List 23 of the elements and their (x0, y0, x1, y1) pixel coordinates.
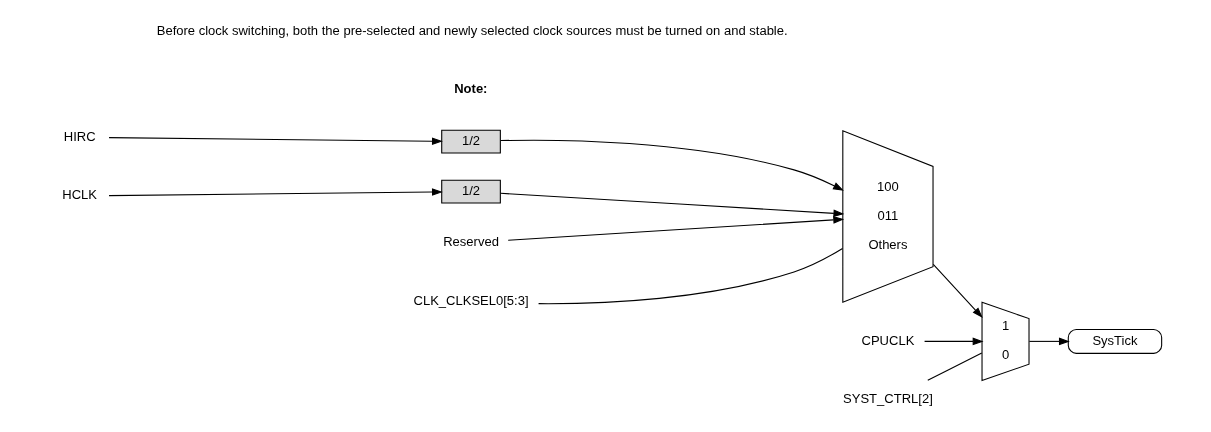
node-text: CLK_CLKSEL0[5:3] (413, 292, 529, 308)
arrow (499, 192, 844, 218)
node-box: 1/2 (440, 179, 501, 204)
arrow (108, 137, 443, 146)
arrow (1028, 337, 1070, 346)
label: Before clock switching, both the pre-selected and newly selected clock sources must be turned on and stable. (156, 23, 788, 39)
arrow (932, 263, 983, 319)
connector (926, 352, 982, 381)
arrow (923, 337, 983, 346)
node-box: SysTick (1067, 328, 1162, 354)
node-text: HCLK (61, 187, 97, 203)
connector (537, 247, 843, 305)
node-box: 100 011 Others (841, 129, 934, 304)
node-text: CPUCLK (861, 332, 914, 348)
arrow (108, 188, 443, 197)
arrow (507, 216, 844, 241)
node-box: 1 0 (981, 301, 1030, 382)
label: Note: (453, 80, 487, 96)
node-text: HIRC (63, 128, 96, 144)
node-text: Reserved (442, 233, 499, 249)
arrow (499, 139, 844, 191)
node-text: SYST_CTRL[2] (842, 391, 933, 407)
node-box: 1/2 (440, 129, 501, 154)
